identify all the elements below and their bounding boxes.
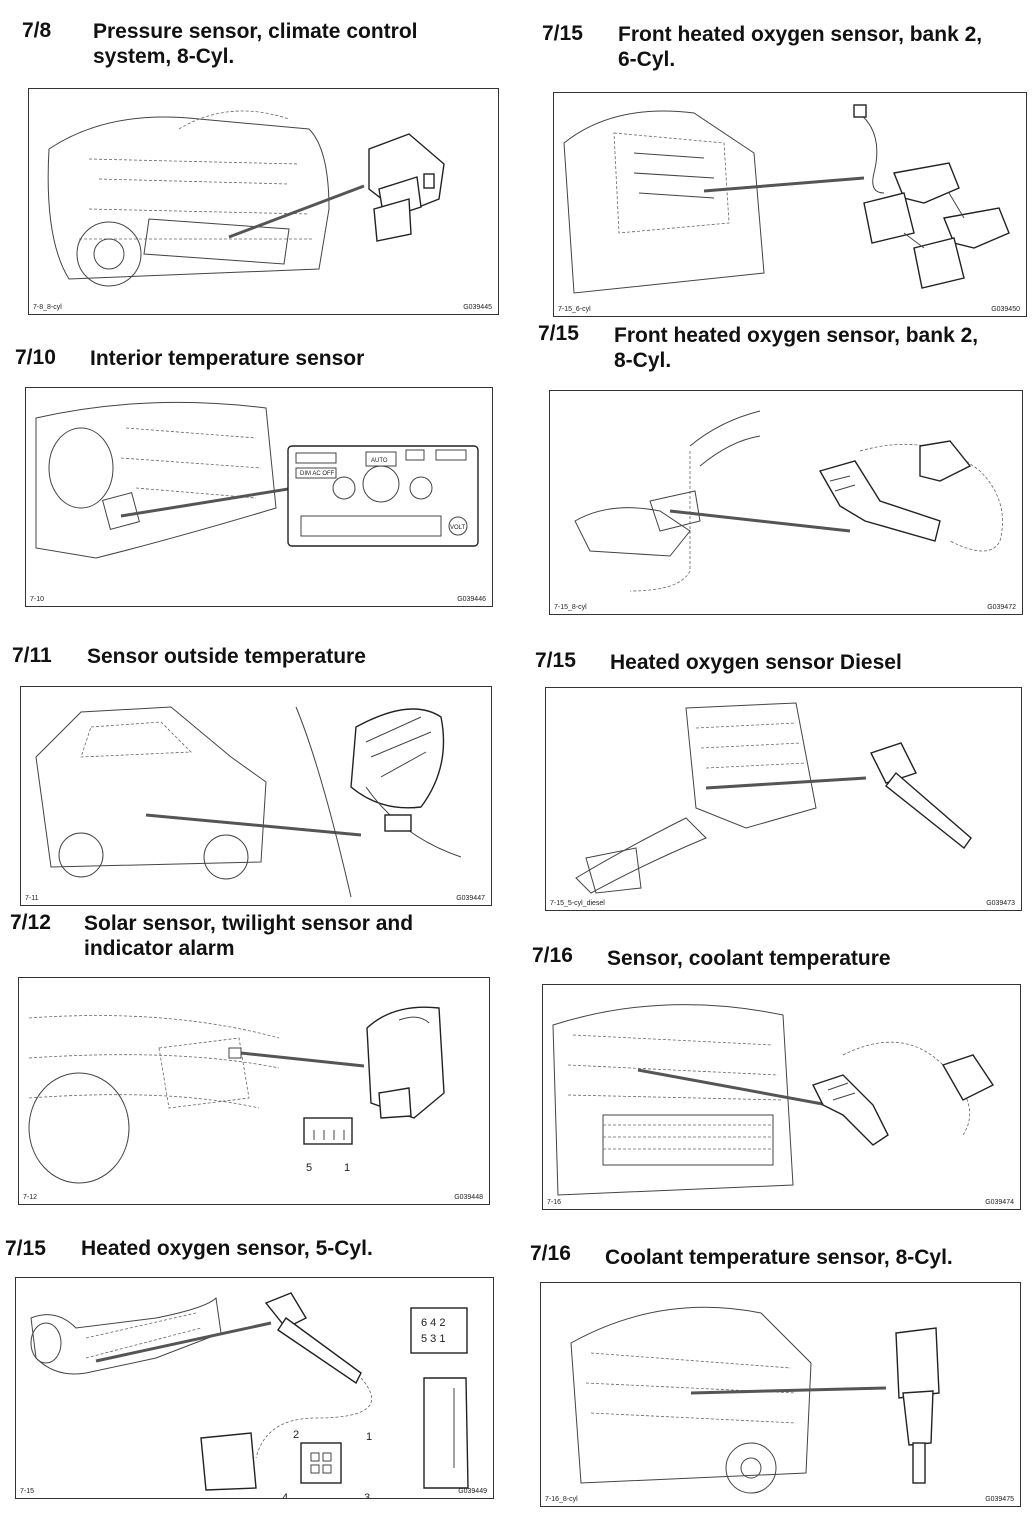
section-title-line2: indicator alarm	[84, 937, 235, 960]
figure-ref: 7-10	[30, 596, 45, 603]
figure-ref: 7-15_8-cyl	[554, 604, 587, 611]
door-mirror-icon	[295, 706, 462, 898]
pin-label: 4	[282, 1492, 288, 1498]
figure-id: G039475	[985, 1496, 1014, 1503]
section-code: 7/10	[15, 346, 56, 369]
section-code: 7/15	[535, 649, 576, 672]
figure-ref: 7-15_5-cyl_diesel	[550, 900, 605, 907]
solar-sensor-icon: 5 1	[303, 1006, 445, 1174]
exhaust-system-illustration	[574, 410, 1003, 592]
section-7-8: 7/8 Pressure sensor, climate control sys…	[0, 0, 510, 320]
section-code: 7/15	[542, 22, 583, 45]
figure-ref: 7-12	[23, 1194, 38, 1201]
section-title: Pressure sensor, climate control	[93, 20, 418, 43]
section-7-16: 7/16 Sensor, coolant temperature 7-16 G0…	[530, 930, 1035, 1220]
exhaust-oxygen-sensor-illustration: 6 4 2 5 3 1 2 1 4 3	[30, 1292, 469, 1498]
panel-label: AUTO	[371, 458, 388, 464]
section-title-line2: 8-Cyl.	[614, 349, 672, 372]
coolant-sensor-icon	[812, 1041, 995, 1146]
section-title: Heated oxygen sensor Diesel	[610, 651, 902, 674]
figure-id: G039449	[458, 1488, 487, 1495]
oxygen-sensor-icon	[870, 742, 972, 850]
figure-id: G039473	[986, 900, 1015, 907]
section-code: 7/8	[22, 19, 52, 42]
figure-id: G039447	[456, 895, 485, 902]
section-7-15-diesel: 7/15 Heated oxygen sensor Diesel 7-15_5-…	[530, 635, 1035, 920]
coolant-sensor-icon	[895, 1327, 940, 1484]
dashboard-top-illustration: 5 1	[28, 1006, 445, 1184]
section-title: Interior temperature sensor	[90, 347, 365, 370]
illustration-frame: 7-15_5-cyl_diesel G039473	[545, 687, 1022, 911]
figure-ref: 7-16_8-cyl	[545, 1496, 578, 1503]
figure-id: G039445	[463, 304, 492, 311]
illustration-frame: 7-16_8-cyl G039475	[540, 1282, 1021, 1507]
engine-illustration	[563, 104, 1010, 294]
figure-ref: 7-15_6-cyl	[558, 306, 591, 313]
figure-ref: 7-8_8-cyl	[33, 304, 62, 311]
pin-label: 5	[306, 1162, 312, 1174]
section-7-15-5cyl: 7/15 Heated oxygen sensor, 5-Cyl. 6 4 2 …	[0, 1225, 510, 1520]
illustration-frame: 7-15_8-cyl G039472	[549, 390, 1023, 615]
figure-ref: 7-16	[547, 1199, 562, 1206]
section-code: 7/12	[10, 911, 51, 934]
oxygen-sensor-icon	[255, 1292, 372, 1459]
section-title: Front heated oxygen sensor, bank 2,	[614, 324, 979, 347]
section-code: 7/15	[538, 322, 579, 345]
section-code: 7/11	[12, 644, 52, 667]
pin-grid-box	[410, 1307, 468, 1354]
panel-label: VOLT	[450, 525, 466, 531]
exhaust-manifold-icon	[853, 104, 1010, 289]
pin-label: 3	[364, 1492, 370, 1498]
section-title-line2: 6-Cyl.	[618, 48, 676, 71]
dashboard-illustration: DIM AC OFF AUTO VOLT	[35, 401, 479, 559]
illustration-frame: 7-15_6-cyl G039450	[553, 92, 1027, 317]
oxygen-sensor-icon	[818, 440, 1003, 552]
connector-plug	[200, 1432, 257, 1491]
connector-side-view	[423, 1377, 469, 1489]
section-title: Sensor outside temperature	[87, 645, 366, 668]
section-title: Front heated oxygen sensor, bank 2,	[618, 23, 983, 46]
section-title: Sensor, coolant temperature	[607, 947, 891, 970]
section-code: 7/15	[5, 1237, 46, 1260]
section-code: 7/16	[532, 944, 573, 967]
section-7-11: 7/11 Sensor outside temperature 7-11 G03…	[0, 630, 510, 910]
section-title: Coolant temperature sensor, 8-Cyl.	[605, 1246, 953, 1269]
diesel-engine-illustration	[575, 702, 972, 894]
connector-face	[300, 1442, 342, 1484]
section-code: 7/16	[530, 1242, 571, 1265]
illustration-frame: DIM AC OFF AUTO VOLT 7-10 G039446	[25, 387, 493, 607]
figure-ref: 7-11	[25, 895, 39, 902]
figure-ref: 7-15	[20, 1488, 35, 1495]
illustration-frame: 7-11 G039447	[20, 686, 492, 906]
figure-id: G039472	[987, 604, 1016, 611]
pin-grid-row: 6 4 2	[421, 1317, 445, 1329]
figure-id: G039446	[457, 596, 486, 603]
section-title: Solar sensor, twilight sensor and	[84, 912, 414, 935]
panel-label: DIM AC OFF	[300, 471, 335, 477]
section-7-15-8cyl: 7/15 Front heated oxygen sensor, bank 2,…	[530, 315, 1035, 620]
climate-panel-icon: DIM AC OFF AUTO VOLT	[287, 445, 479, 547]
figure-id: G039450	[991, 306, 1020, 313]
section-title-line2: system, 8-Cyl.	[93, 45, 235, 68]
illustration-frame: 6 4 2 5 3 1 2 1 4 3 7-15 G039449	[15, 1277, 494, 1499]
pin-label: 1	[344, 1162, 350, 1174]
car-front-engine-illustration	[47, 110, 445, 287]
figure-id: G039474	[985, 1199, 1014, 1206]
section-7-16-8cyl: 7/16 Coolant temperature sensor, 8-Cyl. …	[530, 1230, 1035, 1520]
engine-bay-illustration	[552, 1004, 995, 1196]
pressure-sensor-icon	[368, 133, 445, 242]
illustration-frame: 7-8_8-cyl G039445	[28, 88, 499, 315]
pin-grid-row: 5 3 1	[421, 1333, 445, 1345]
pin-label: 1	[366, 1431, 372, 1443]
section-7-12: 7/12 Solar sensor, twilight sensor and i…	[0, 900, 510, 1210]
pin-label: 2	[293, 1429, 299, 1441]
figure-id: G039448	[454, 1194, 483, 1201]
car-engine-open-hood-illustration	[570, 1306, 940, 1494]
section-7-15-6cyl: 7/15 Front heated oxygen sensor, bank 2,…	[530, 0, 1035, 320]
section-7-10: 7/10 Interior temperature sensor DIM AC …	[0, 335, 510, 615]
illustration-frame: 5 1 7-12 G039448	[18, 977, 490, 1205]
section-title: Heated oxygen sensor, 5-Cyl.	[81, 1237, 373, 1260]
suv-side-illustration	[35, 706, 462, 898]
illustration-frame: 7-16 G039474	[542, 984, 1021, 1210]
